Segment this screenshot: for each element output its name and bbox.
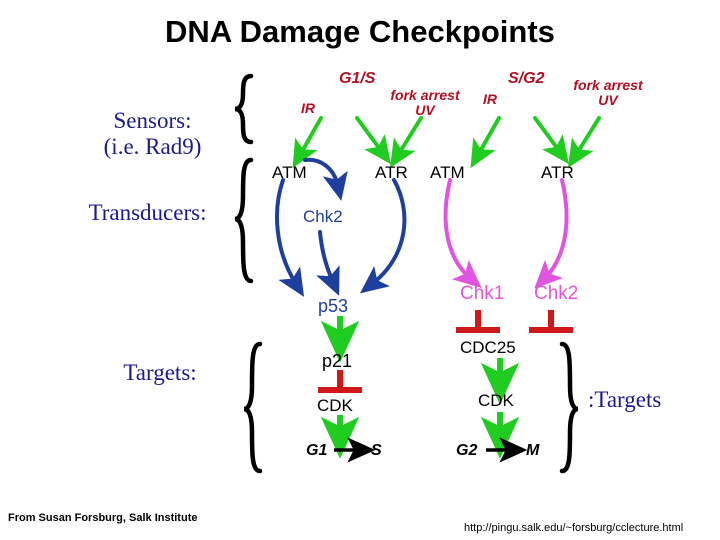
source-credit: From Susan Forsburg, Salk Institute <box>8 512 198 524</box>
arrow-atm-to-p53 <box>274 178 305 297</box>
arrow-atm-to-chk2 <box>303 157 348 201</box>
page-title: DNA Damage Checkpoints <box>165 14 555 49</box>
brace-sensors <box>234 73 254 145</box>
stage-label-targets-line1: Targets: <box>123 360 197 385</box>
stage-label-transducers: Transducers: <box>60 200 235 226</box>
arrow-uv-to-atr-sg2 <box>533 116 570 165</box>
phase-label-s: S <box>371 442 382 459</box>
node-cdc25: CDC25 <box>460 338 516 357</box>
checkpoint-signal-uv-sg2: UV <box>598 91 618 108</box>
inhibition-p21-cdk <box>318 370 362 393</box>
node-atm-g1s: ATM <box>272 163 307 182</box>
node-cdk-g1s: CDK <box>317 396 353 415</box>
arrow-uv-to-atr-g1s <box>355 116 392 165</box>
node-chk1-sg2: Chk1 <box>460 283 505 304</box>
arrow-atm-to-chk1 <box>443 178 482 288</box>
node-chk2-sg2: Chk2 <box>534 283 579 304</box>
node-atr-g1s: ATR <box>375 163 408 182</box>
phase-label-g1: G1 <box>306 442 328 459</box>
stage-label-sensors-line1: Sensors: <box>113 108 192 133</box>
source-url: http://pingu.salk.edu/~forsburg/cclectur… <box>464 522 684 534</box>
stage-label-targets-right: :Targets <box>588 387 662 412</box>
arrow-atr-to-p53 <box>360 178 407 294</box>
checkpoint-signal-ir-g1s: IR <box>301 100 315 116</box>
arrow-fork-to-atr-g1s <box>389 116 423 168</box>
checkpoint-signal-ir-sg2: IR <box>483 91 497 107</box>
arrow-ir-to-atm-g1s <box>292 116 323 169</box>
checkpoint-title-sg2: S/G2 <box>508 70 545 87</box>
checkpoint-signal-forkuv-g1s: fork arrest UV <box>379 88 471 117</box>
checkpoint-signal-uv-g1s: UV <box>415 101 435 118</box>
pink-transduction-arrows <box>443 178 569 289</box>
brace-targets <box>243 341 263 474</box>
stage-label-transducers-line1: Transducers: <box>88 200 207 225</box>
arrow-fork-to-atr-sg2 <box>567 116 601 168</box>
checkpoint-signal-fork-arrest-g1s: fork arrest <box>390 87 460 103</box>
node-cdk-sg2: CDK <box>478 391 514 410</box>
arrow-ir-to-atm-sg2 <box>470 116 501 169</box>
arrow-chk2-to-p53 <box>316 230 340 296</box>
node-p53: p53 <box>318 296 349 316</box>
stage-label-sensors-line2: (i.e. Rad9) <box>103 133 202 159</box>
phase-label-g2: G2 <box>456 442 478 459</box>
inhibition-chk1-cdc25 <box>456 310 500 333</box>
node-atr-sg2: ATR <box>541 163 574 182</box>
node-atm-sg2: ATM <box>430 163 465 182</box>
phase-label-m: M <box>526 442 540 459</box>
stage-label-targets: Targets: <box>85 360 235 386</box>
stage-label-sensors: Sensors: (i.e. Rad9) <box>70 108 235 160</box>
brace-targets-right <box>559 341 579 474</box>
node-p21: p21 <box>322 351 353 371</box>
node-chk2-g1s: Chk2 <box>303 207 343 226</box>
checkpoint-signal-forkuv-sg2: fork arrest UV <box>560 78 656 107</box>
brace-transducers <box>234 157 254 284</box>
inhibition-chk2-cdc25 <box>529 310 573 333</box>
arrow-atr-to-chk2-right <box>534 178 569 289</box>
checkpoint-signal-fork-arrest-sg2: fork arrest <box>573 77 643 93</box>
green-signal-arrows-sg2 <box>470 116 601 169</box>
green-signal-arrows-g1s <box>292 116 423 169</box>
checkpoint-title-g1s: G1/S <box>339 70 376 87</box>
